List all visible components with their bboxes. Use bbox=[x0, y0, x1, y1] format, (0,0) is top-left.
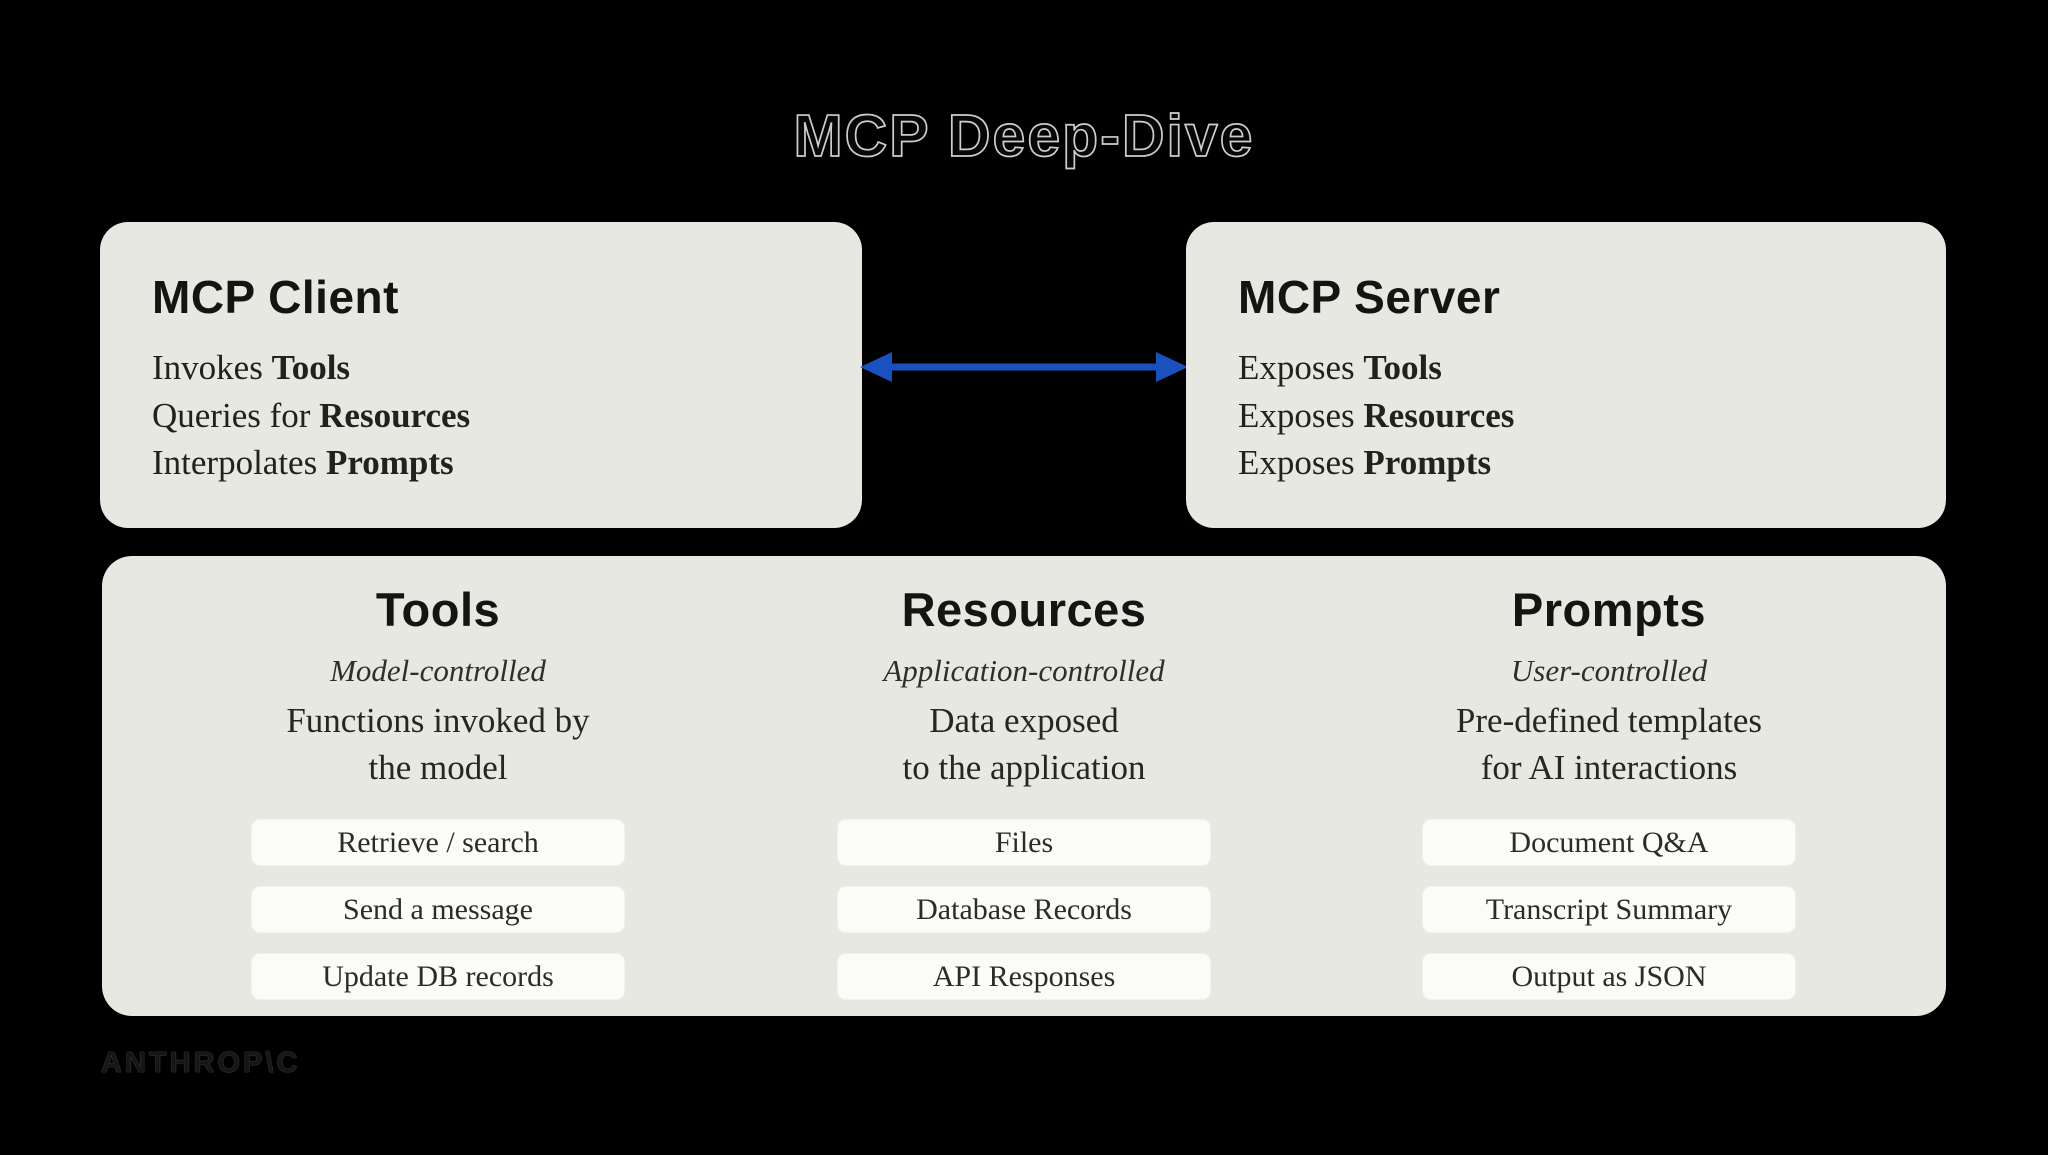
resources-item-api-responses: API Responses bbox=[837, 953, 1211, 1000]
prompts-column-subtitle: User-controlled bbox=[1510, 653, 1708, 688]
tools-items: Retrieve / search Send a message Update … bbox=[148, 819, 728, 1000]
prompts-desc-line2: for AI interactions bbox=[1480, 748, 1738, 787]
tools-column-subtitle: Model-controlled bbox=[330, 653, 546, 688]
tools-column-title: Tools bbox=[375, 583, 501, 636]
prompts-item-document-qa: Document Q&A bbox=[1422, 819, 1796, 866]
client-line-0-keyword: Tools bbox=[271, 348, 351, 387]
capabilities-panel: Tools Model-controlled Functions invoked… bbox=[102, 556, 1946, 1016]
client-line-tools: Invokes Tools bbox=[152, 344, 470, 392]
prompts-column-description: Pre-defined templates for AI interaction… bbox=[1319, 697, 1899, 791]
server-line-1-prefix: Exposes bbox=[1238, 395, 1364, 435]
client-line-resources: Queries for Resources bbox=[152, 392, 470, 440]
prompts-item-output-json: Output as JSON bbox=[1422, 953, 1796, 1000]
mcp-client-title: MCP Client bbox=[152, 271, 399, 323]
anthropic-logo: ANTHROP\C bbox=[101, 1047, 301, 1079]
page-title: MCP Deep-Dive bbox=[793, 102, 1255, 170]
mcp-server-title: MCP Server bbox=[1238, 271, 1501, 323]
server-line-resources: Exposes Resources bbox=[1238, 392, 1514, 440]
client-line-2-keyword: Prompts bbox=[325, 443, 454, 482]
resources-column-subtitle: Application-controlled bbox=[883, 653, 1165, 688]
mcp-server-panel: MCP Server Exposes Tools Exposes Resourc… bbox=[1186, 222, 1946, 528]
prompts-column-title: Prompts bbox=[1511, 583, 1707, 636]
server-line-tools: Exposes Tools bbox=[1238, 344, 1514, 392]
resources-item-database-records: Database Records bbox=[837, 886, 1211, 933]
resources-column: Resources Application-controlled Data ex… bbox=[734, 556, 1314, 1016]
resources-desc-line2: to the application bbox=[902, 748, 1146, 787]
server-line-prompts: Exposes Prompts bbox=[1238, 439, 1514, 487]
server-line-0-keyword: Tools bbox=[1363, 348, 1442, 387]
tools-item-retrieve-search: Retrieve / search bbox=[251, 819, 625, 866]
resources-items: Files Database Records API Responses bbox=[734, 819, 1314, 1000]
mcp-client-capabilities: Invokes Tools Queries for Resources Inte… bbox=[152, 344, 470, 487]
client-line-prompts: Interpolates Prompts bbox=[152, 439, 470, 487]
client-line-2-prefix: Interpolates bbox=[152, 443, 326, 482]
server-line-0-prefix: Exposes bbox=[1238, 348, 1364, 387]
prompts-desc-line1: Pre-defined templates bbox=[1455, 701, 1763, 740]
tools-desc-line2: the model bbox=[368, 748, 508, 787]
tools-item-send-message: Send a message bbox=[251, 886, 625, 933]
bidirectional-arrow-icon bbox=[860, 352, 1188, 382]
client-line-0-prefix: Invokes bbox=[152, 348, 272, 387]
client-line-1-keyword: Resources bbox=[319, 395, 471, 435]
server-line-1-keyword: Resources bbox=[1363, 395, 1515, 435]
resources-column-description: Data exposed to the application bbox=[734, 697, 1314, 791]
tools-desc-line1: Functions invoked by bbox=[286, 701, 590, 740]
mcp-client-panel: MCP Client Invokes Tools Queries for Res… bbox=[100, 222, 862, 528]
prompts-item-transcript-summary: Transcript Summary bbox=[1422, 886, 1796, 933]
client-line-1-prefix: Queries for bbox=[152, 395, 320, 435]
tools-column-description: Functions invoked by the model bbox=[148, 697, 728, 791]
resources-item-files: Files bbox=[837, 819, 1211, 866]
tools-item-update-db: Update DB records bbox=[251, 953, 625, 1000]
mcp-server-capabilities: Exposes Tools Exposes Resources Exposes … bbox=[1238, 344, 1514, 487]
tools-column: Tools Model-controlled Functions invoked… bbox=[148, 556, 728, 1016]
prompts-items: Document Q&A Transcript Summary Output a… bbox=[1319, 819, 1899, 1000]
server-line-2-prefix: Exposes bbox=[1238, 443, 1364, 482]
resources-column-title: Resources bbox=[901, 583, 1147, 636]
resources-desc-line1: Data exposed bbox=[929, 701, 1119, 740]
server-line-2-keyword: Prompts bbox=[1363, 443, 1492, 482]
prompts-column: Prompts User-controlled Pre-defined temp… bbox=[1319, 556, 1899, 1016]
